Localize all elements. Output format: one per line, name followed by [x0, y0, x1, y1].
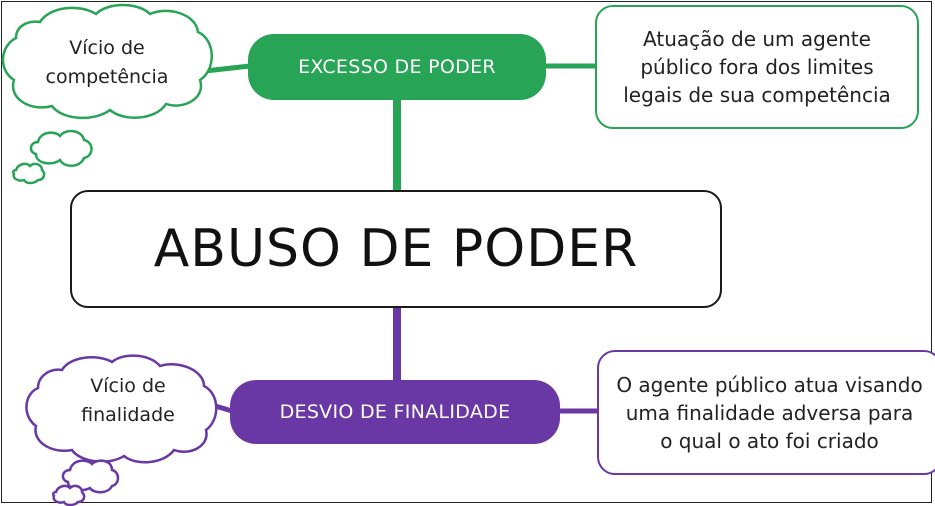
description-excesso-line-3: legais de sua competência	[623, 83, 891, 107]
cloud-purple-line-1: Vício de	[90, 375, 166, 397]
central-node-label: ABUSO DE PODER	[153, 219, 639, 279]
node-desvio-de-finalidade: DESVIO DE FINALIDADE	[230, 380, 560, 444]
cloud-green-line-2: competência	[45, 66, 169, 88]
thought-cloud-purple	[25, 354, 218, 506]
description-desvio-line-2: uma finalidade adversa para	[625, 400, 914, 425]
cloud-label-green: Vício de competência	[22, 28, 192, 98]
cloud-green-line-1: Vício de	[69, 37, 145, 59]
description-desvio: O agente público atua visando uma finali…	[597, 350, 935, 475]
description-excesso: Atuação de um agente público fora dos li…	[595, 5, 919, 129]
description-excesso-line-2: público fora dos limites	[640, 55, 874, 79]
central-node-abuso-de-poder: ABUSO DE PODER	[70, 190, 722, 308]
description-excesso-line-1: Atuação de um agente	[643, 27, 871, 51]
cloud-label-purple: Vício de finalidade	[48, 366, 208, 436]
thought-cloud-green	[1, 3, 213, 185]
description-desvio-line-3: o qual o ato foi criado	[660, 428, 879, 453]
description-desvio-line-1: O agente público atua visando	[616, 372, 923, 397]
node-desvio-label: DESVIO DE FINALIDADE	[279, 401, 511, 423]
cloud-purple-line-2: finalidade	[81, 404, 175, 426]
node-excesso-label: EXCESSO DE PODER	[298, 56, 496, 78]
node-excesso-de-poder: EXCESSO DE PODER	[248, 34, 546, 100]
